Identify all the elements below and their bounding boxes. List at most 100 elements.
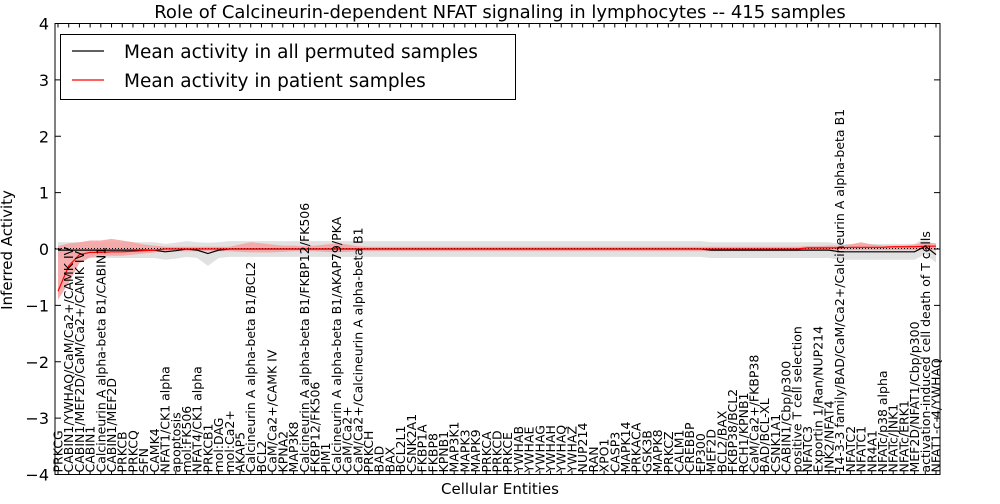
x-tick-label: PRKCH — [361, 431, 376, 473]
x-tick-label: CaM/Ca2+/Calcineurin A alpha-beta B1 — [350, 227, 365, 472]
x-tick-label: PIM1 — [318, 443, 333, 473]
x-tick-label: mol:Ca2+ — [222, 410, 237, 472]
x-tick-label: SFN — [136, 448, 151, 472]
x-tick-label: FKBP8 — [425, 433, 440, 473]
x-tick-label: CaM/Ca2+/FKBP38 — [746, 355, 761, 473]
x-tick-label: activation-induced cell death of T cells — [918, 231, 933, 472]
y-tick-label: −2 — [25, 353, 49, 372]
x-tick-label: BCL2L1 — [393, 426, 408, 473]
x-tick-label: BAD/BCL-XL — [757, 398, 772, 472]
x-tick-label: PRKCB — [115, 431, 130, 472]
permuted-band — [58, 238, 936, 266]
x-tick-label: AKAP5 — [233, 432, 248, 473]
y-tick-label: −4 — [25, 466, 49, 485]
x-tick-label: PRKCZ — [661, 431, 676, 472]
bands — [58, 238, 936, 300]
x-tick-label: PRKCE — [500, 432, 515, 472]
x-tick-label: PRKCB1 — [200, 424, 215, 473]
x-tick-label: mol:FK506 — [179, 406, 194, 473]
x-tick-label: PRKCG — [51, 430, 66, 472]
x-tick-label: EP300 — [693, 433, 708, 472]
x-tick-label: PRKCD — [490, 430, 505, 472]
x-tick-label: NFAT1-c-4/YWHAQ — [929, 358, 944, 472]
chart-title: Role of Calcineurin-dependent NFAT signa… — [154, 2, 846, 23]
y-tick-label: 3 — [39, 71, 49, 90]
x-tick-label: MAPK8 — [650, 429, 665, 472]
x-tick-label: YWHAH — [543, 425, 558, 473]
x-tick-label: GSK3B — [639, 430, 654, 472]
x-tick-label: Calcineurin A alpha-beta B1/FKBP12/FK506 — [297, 203, 312, 473]
x-tick-label: RAN — [586, 446, 601, 472]
x-tick-label: XPO1 — [597, 439, 612, 473]
x-tick-label: BAD — [372, 446, 387, 473]
x-tick-label: CSNK2A1 — [404, 414, 419, 473]
x-tick-label: CALM1 — [672, 430, 687, 473]
x-tick-label: MAP3K1 — [447, 422, 462, 473]
x-tick-label: CABIN1 — [83, 426, 98, 473]
legend-box — [60, 34, 516, 100]
lines — [57, 245, 937, 292]
x-tick-label: YWHAE — [522, 427, 537, 474]
legend-label-patient: Mean activity in patient samples — [124, 71, 426, 92]
x-tick-label: apoptosis — [168, 412, 183, 472]
y-tick-label: −1 — [25, 296, 49, 315]
x-tick-label: YWHAG — [532, 425, 547, 473]
x-tick-label: BCL2/BAX — [714, 410, 729, 472]
x-tick-label: KPNA2 — [275, 431, 290, 473]
x-tick-label: mol:DAG — [211, 418, 226, 473]
x-tick-label: CASP3 — [607, 432, 622, 473]
x-tick-label: YWHAZ — [564, 426, 579, 474]
x-tick-label: MAPK3 — [457, 429, 472, 472]
x-tick-label: MEF2D/NFAT1/Cbp/p300 — [907, 321, 922, 472]
x-axis-label: Cellular Entities — [441, 480, 559, 498]
x-tick-label: FKBP12/FK506 — [307, 382, 322, 473]
plot-frame — [54, 23, 941, 475]
patient-mean-line — [57, 245, 936, 292]
y-tick-label: 0 — [39, 240, 49, 259]
legend: Mean activity in all permuted samples Me… — [60, 34, 516, 100]
x-tick-label: positive T cell selection — [789, 326, 804, 472]
x-tick-label: MAPK14 — [618, 421, 633, 472]
x-tick-label: NFATC2 — [843, 426, 858, 473]
x-tick-label: KPNB1 — [436, 431, 451, 473]
x-tick-label: BCL2 — [254, 440, 269, 472]
x-tick-label: CABIN1/Cbp/p300 — [779, 361, 794, 473]
x-tick-label: CREBBP — [682, 422, 697, 472]
x-tick-label: NR4A1 — [864, 430, 879, 473]
x-tick-label: PRKACA — [629, 422, 644, 472]
legend-label-permuted: Mean activity in all permuted samples — [124, 42, 478, 63]
x-tick-label: PRKCQ — [125, 430, 140, 472]
x-tick-label: CABIN1/YWHAQ/CaM/Ca2+/CAMK IV — [61, 246, 76, 472]
x-tick-label: NFATc/p38 alpha — [875, 370, 890, 472]
x-tick-label: MAPK9 — [468, 429, 483, 472]
x-tick-label: FKBP38/BCL2 — [725, 389, 740, 473]
x-tick-label: Calcineurin A alpha-beta B1/BCL2 — [243, 262, 258, 473]
x-tick-label: Calcineurin A alpha-beta B1/CABIN1 — [93, 247, 108, 473]
x-tick-label: NFAT1/CK1 alpha — [158, 366, 173, 472]
patient-band — [58, 238, 936, 300]
x-tick-label: NFATC1 — [854, 426, 869, 473]
x-tick-label: 14-3-3 family/BAD/CaM/Ca2+/Calcineurin A… — [832, 109, 847, 473]
y-tick-label: −3 — [25, 409, 49, 428]
x-tick-label: BAX — [382, 446, 397, 472]
y-tick-label: 1 — [39, 184, 49, 203]
x-tick-label: NFATc/JNK1 — [886, 404, 901, 473]
x-tick-label: RCH1/KPNB1 — [736, 393, 751, 473]
x-tick-label: FKBP1A — [415, 424, 430, 472]
y-axis-label: Inferred Activity — [0, 190, 16, 310]
x-tick-label: CSNK1A1 — [768, 414, 783, 473]
x-tick-label: YWHAQ — [554, 425, 569, 474]
x-tick-label: MEF2D — [704, 429, 719, 472]
x-tick-label: CABIN1/MEF2D — [104, 378, 119, 473]
x-tick-label: NFATC3 — [800, 426, 815, 473]
y-tick-label: 2 — [39, 127, 49, 146]
x-tick-label: CaM/Ca2+ — [340, 406, 355, 472]
x-tick-label: CAMK4 — [147, 428, 162, 472]
x-tick-label: NUP214 — [575, 423, 590, 473]
x-tick-label: MAP3K8 — [286, 421, 301, 472]
x-tick-label: YWHAB — [511, 426, 526, 474]
x-tick-label: CABIN1/MEF2D/CaM/Ca2+/CAMK IV — [72, 250, 87, 472]
